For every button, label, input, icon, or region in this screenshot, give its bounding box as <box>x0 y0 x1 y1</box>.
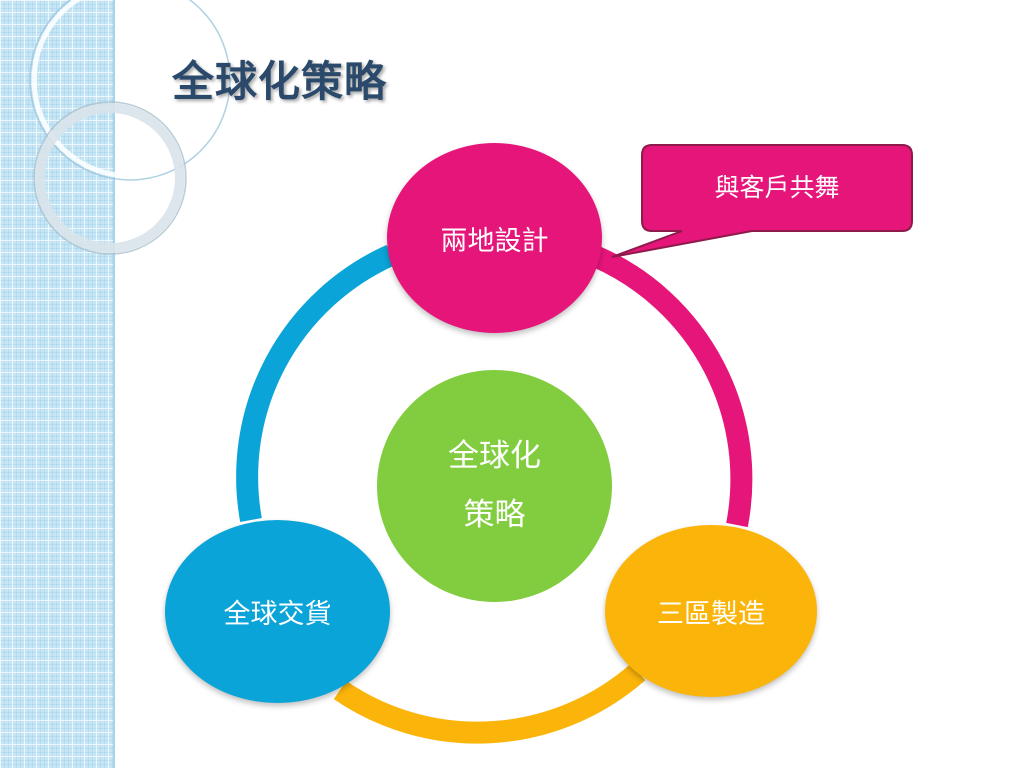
node-left: 全球交貨 <box>165 520 390 703</box>
cycle-arc-blue <box>236 244 396 522</box>
callout-label: 與客戶共舞 <box>714 173 840 202</box>
callout-shape <box>611 144 913 258</box>
center-node: 全球化 策略 <box>377 370 612 602</box>
node-right-label: 三區製造 <box>657 598 765 630</box>
cycle-arc-magenta <box>592 246 753 528</box>
cycle-arc-orange <box>333 663 646 744</box>
deco-ring-top <box>31 0 229 179</box>
center-node-line2: 策略 <box>463 497 526 533</box>
center-node-line1: 全球化 <box>448 438 541 475</box>
node-right: 三區製造 <box>605 525 817 697</box>
node-top-label: 兩地設計 <box>440 225 549 257</box>
callout-bubble <box>611 144 913 258</box>
deco-ring-bottom-outline <box>33 101 187 255</box>
deco-ring-top-outline <box>29 0 231 181</box>
node-left-label: 全球交貨 <box>223 599 332 630</box>
slide-title: 全球化策略 <box>172 57 388 106</box>
node-top: 兩地設計 <box>387 143 602 333</box>
deco-ring-bottom <box>35 103 185 253</box>
